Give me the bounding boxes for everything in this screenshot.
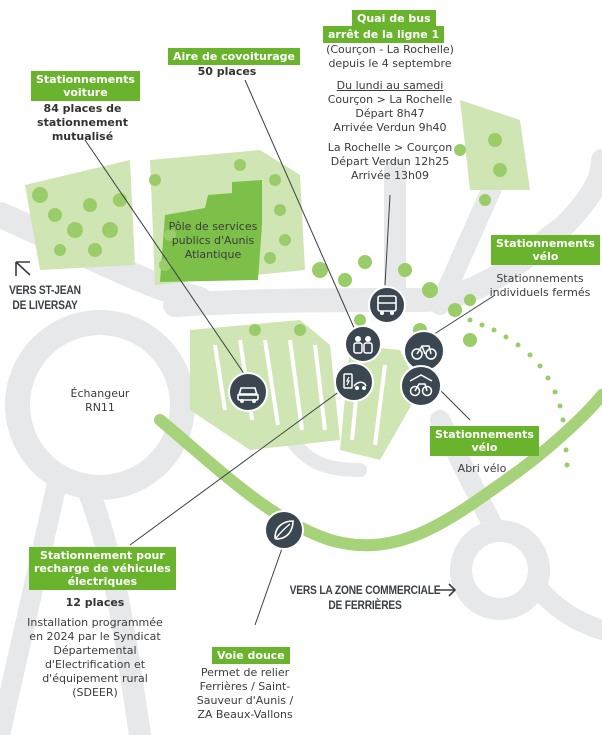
schedule-route-1: Courçon > La Rochelle	[327, 93, 453, 106]
schedule-route-2: La Rochelle > Courçon	[327, 141, 453, 154]
bus-icon	[368, 286, 406, 324]
bike-shelter-tag: Stationnements vélo	[430, 426, 539, 456]
bike-closed-tag: Stationnements vélo	[491, 235, 600, 265]
car-parking-tag: Stationnements voiture	[31, 71, 140, 101]
bus-stop-tag: Quai de bus	[352, 10, 436, 27]
ev-charging-desc: Installation programmée en 2024 par le S…	[27, 616, 163, 699]
schedule-days: Du lundi au samedi	[336, 79, 444, 92]
ev-charging-tag: Stationnement pour recharge de véhicules…	[29, 547, 176, 590]
ev-charging-places: 12 places	[65, 596, 125, 609]
bike-shelter-icon	[400, 365, 442, 407]
direction-st-jean: VERS ST-JEAN DE LIVERSAY	[9, 283, 81, 312]
bike-closed-desc: Stationnements individuels fermés	[489, 272, 591, 299]
direction-ferrieres: VERS LA ZONE COMMERCIALE DE FERRIÈRES	[289, 583, 441, 612]
schedule: Du lundi au samedi Courçon > La Rochelle…	[305, 79, 475, 183]
green-way-desc: Permet de relier Ferrières / Saint- Sauv…	[196, 666, 294, 721]
bus-stop-info: (Courçon - La Rochelle) depuis le 4 sept…	[326, 43, 454, 70]
carpool-places: 50 places	[197, 65, 257, 78]
car-icon	[228, 372, 268, 412]
green-way-tag: Voie douce	[212, 647, 290, 664]
carpool-tag: Aire de covoiturage	[168, 48, 301, 65]
bus-stop-tag-line2: arrêt de la ligne 1	[323, 26, 445, 43]
green-way-leaf-icon	[264, 510, 304, 550]
bike-shelter-desc: Abri vélo	[457, 462, 507, 475]
ev-charging-icon	[334, 362, 374, 402]
interchange-label: Échangeur RN11	[70, 387, 130, 414]
car-parking-desc: 84 places de stationnement mutualisé	[37, 102, 128, 143]
carpool-people-icon	[344, 325, 382, 363]
building-label: Pôle de services publics d'Aunis Atlanti…	[168, 220, 258, 261]
